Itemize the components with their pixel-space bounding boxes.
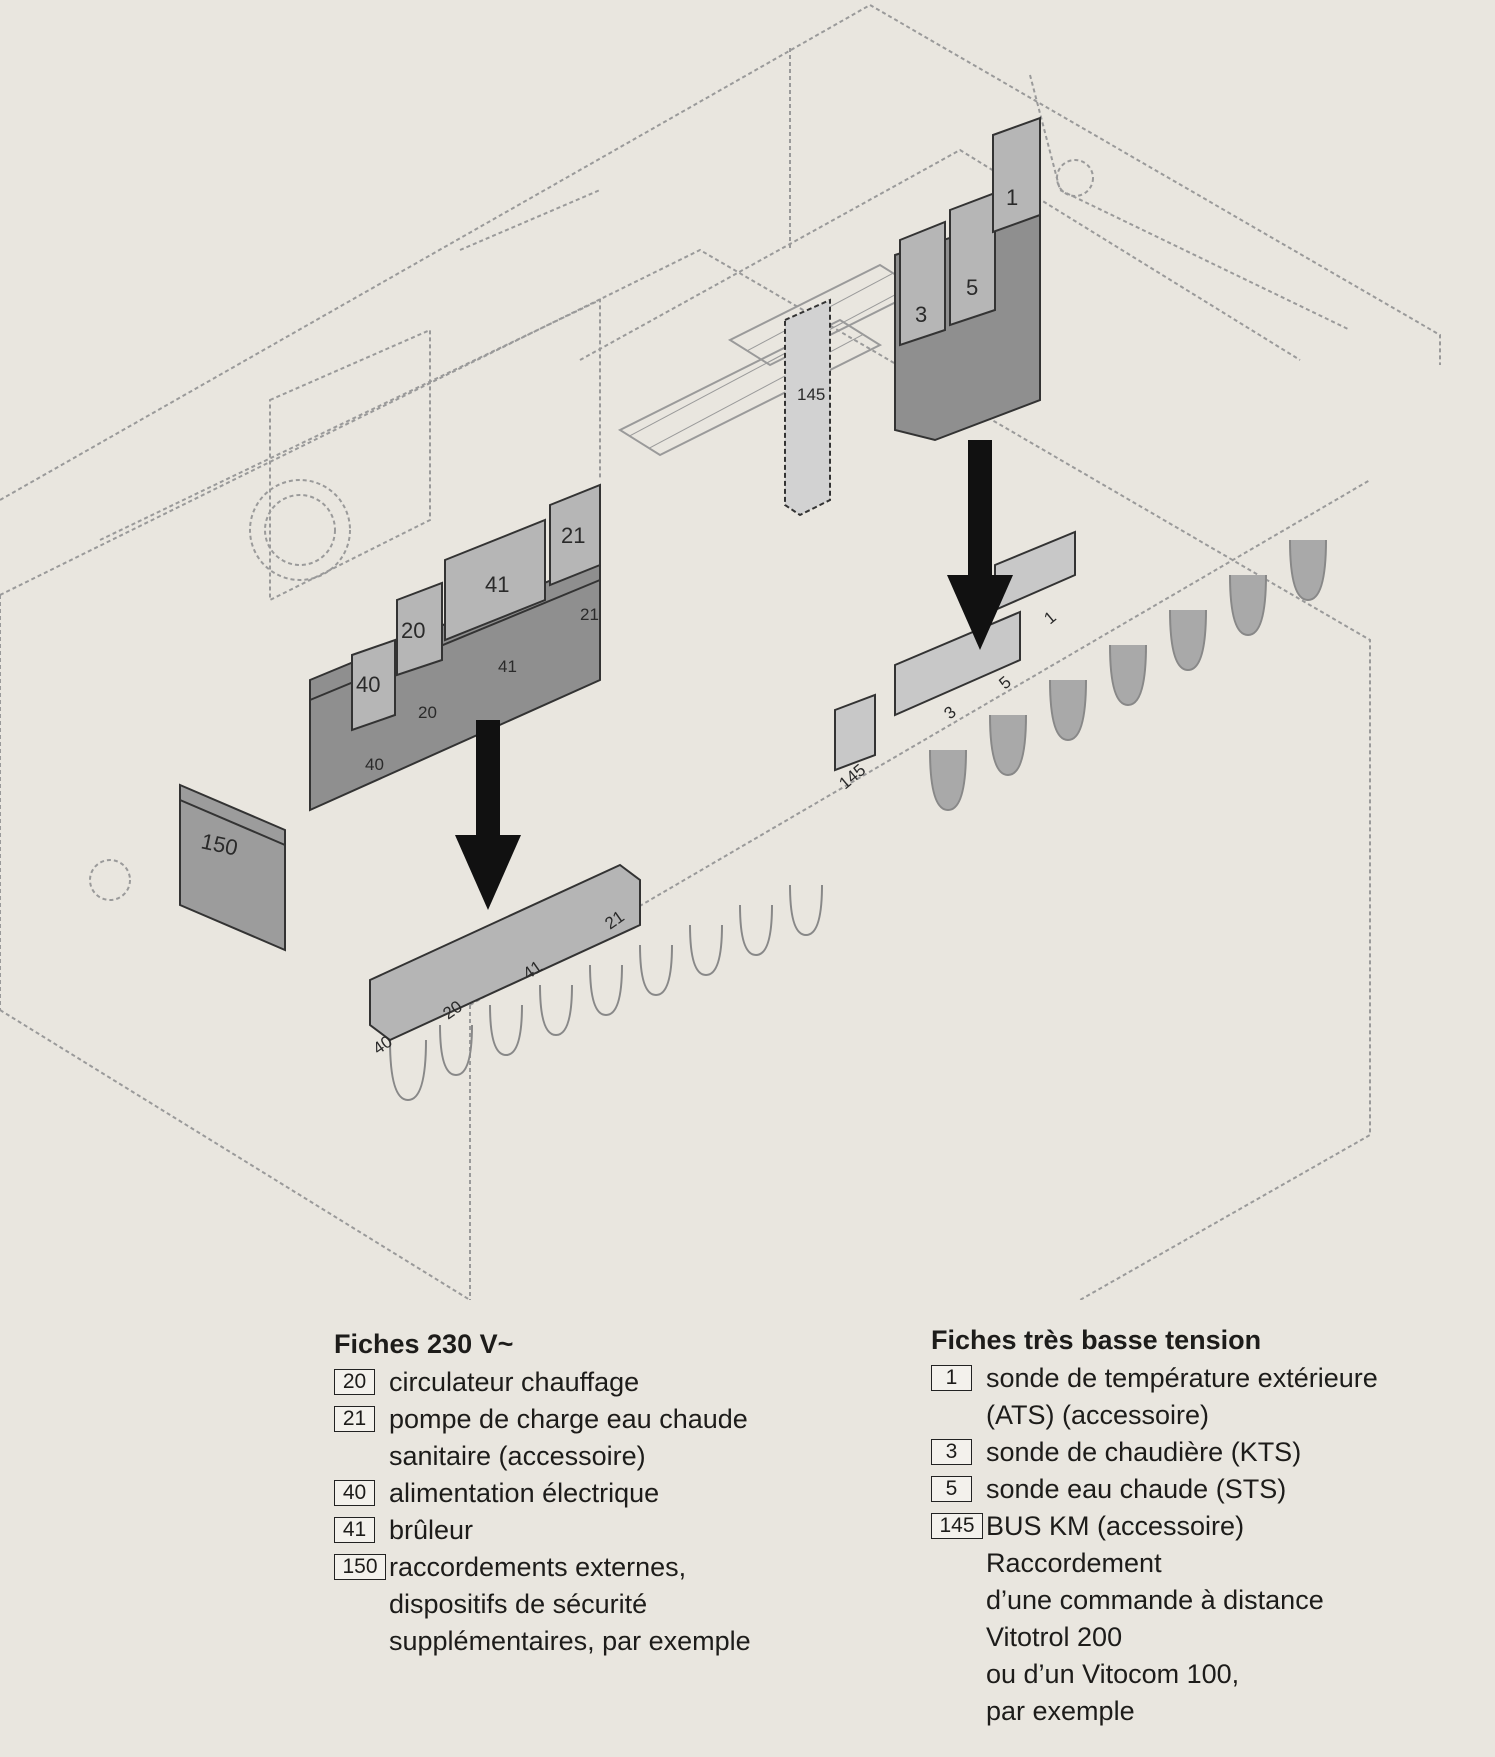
wiring-diagram: 40 20 41 21 40 20 41 21 150 40 20 41 21 (0, 3, 1441, 1300)
plug-3: 3 (899, 220, 946, 347)
plug-40-label: 40 (356, 672, 380, 697)
plug-group-230v: 40 20 41 21 40 20 41 21 (309, 483, 601, 812)
socket-3-label: 3 (940, 702, 959, 723)
legend-item-20: 20 circulateur chauffage (334, 1364, 914, 1401)
code-box: 40 (334, 1480, 375, 1506)
socket-145: 145 (834, 693, 876, 793)
plug-3-label: 3 (915, 302, 927, 327)
legend-item-text: pompe de charge eau chaude sanitaire (ac… (389, 1404, 748, 1471)
code-box: 1 (931, 1365, 972, 1391)
legend-item-40: 40 alimentation électrique (334, 1475, 914, 1512)
plug-40: 40 (351, 638, 396, 732)
cable-slots (389, 539, 1327, 1102)
legend-item-text: brûleur (389, 1515, 474, 1545)
legend-item-3: 3 sonde de chaudière (KTS) (931, 1434, 1491, 1471)
legend-item-145: 145 BUS KM (accessoire) Raccordement d’u… (931, 1508, 1491, 1730)
plug-5-label: 5 (966, 275, 978, 300)
plug-1-label: 1 (1006, 185, 1018, 210)
plug-40-side-label: 40 (365, 755, 384, 774)
legend-low-voltage: Fiches très basse tension 1 sonde de tem… (931, 1323, 1491, 1730)
code-box: 21 (334, 1406, 375, 1432)
code-box: 20 (334, 1369, 375, 1395)
plug-5: 5 (949, 191, 996, 327)
legend-item-text: sonde de chaudière (KTS) (986, 1437, 1302, 1467)
plug-41-side-label: 41 (498, 657, 517, 676)
insert-arrow-low-voltage (947, 440, 1013, 650)
plug-150: 150 (179, 783, 286, 952)
legend-item-text: alimentation électrique (389, 1478, 660, 1508)
code-box: 150 (334, 1554, 386, 1580)
plug-145-label: 145 (797, 385, 825, 404)
plug-21-label: 21 (561, 523, 585, 548)
legend-item-150: 150 raccordements externes, dispositifs … (334, 1549, 914, 1660)
socket-1-label: 1 (1040, 607, 1059, 628)
legend-item-text: raccordements externes, dispositifs de s… (389, 1552, 751, 1656)
legend-item-text: sonde de température extérieure (ATS) (a… (986, 1363, 1378, 1430)
plug-20: 20 (396, 581, 443, 677)
legend-item-text: circulateur chauffage (389, 1367, 640, 1397)
control-box-housing (0, 3, 1441, 1300)
legend-item-41: 41 brûleur (334, 1512, 914, 1549)
legend-item-1: 1 sonde de température extérieure (ATS) … (931, 1360, 1491, 1434)
insert-arrow-230v (455, 720, 521, 910)
code-box: 5 (931, 1476, 972, 1502)
legend-230v: Fiches 230 V~ 20 circulateur chauffage 2… (334, 1327, 914, 1660)
plug-20-side-label: 20 (418, 703, 437, 722)
plug-41: 41 (444, 518, 546, 642)
vent-slats (617, 263, 923, 457)
plug-21: 21 (549, 483, 601, 587)
legend-item-text: BUS KM (accessoire) Raccordement d’une c… (986, 1511, 1324, 1726)
plug-1: 1 (992, 116, 1041, 234)
socket-230v: 40 20 41 21 (369, 863, 641, 1058)
legend-low-voltage-title: Fiches très basse tension (931, 1325, 1262, 1355)
plug-20-label: 20 (401, 618, 425, 643)
code-box: 41 (334, 1517, 375, 1543)
plug-21-side-label: 21 (580, 605, 599, 624)
code-box: 3 (931, 1439, 972, 1465)
legend-item-21: 21 pompe de charge eau chaude sanitaire … (334, 1401, 914, 1475)
legend-item-5: 5 sonde eau chaude (STS) (931, 1471, 1491, 1508)
plug-group-low-voltage: 3 5 1 (894, 116, 1041, 442)
code-box: 145 (931, 1513, 983, 1539)
legend-230v-title: Fiches 230 V~ (334, 1329, 514, 1359)
plug-41-label: 41 (485, 572, 509, 597)
legend-item-text: sonde eau chaude (STS) (986, 1474, 1287, 1504)
plug-145: 145 (784, 298, 831, 517)
